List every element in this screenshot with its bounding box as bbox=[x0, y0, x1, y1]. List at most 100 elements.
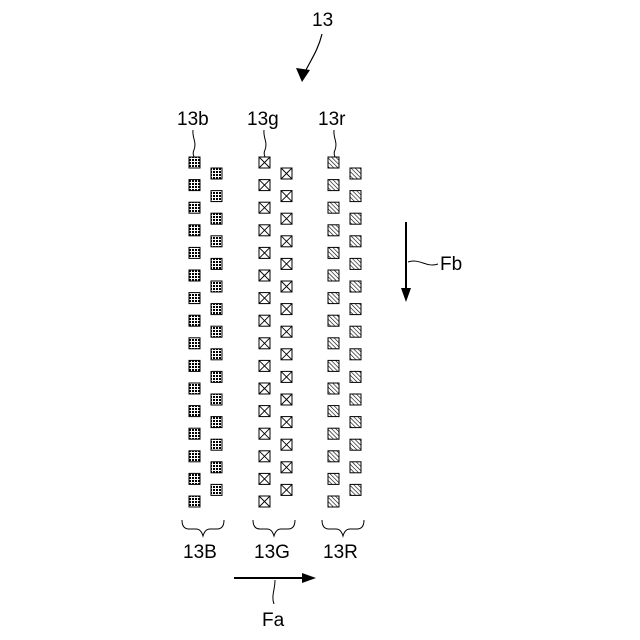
nozzle-red bbox=[328, 473, 339, 484]
nozzle-red bbox=[350, 462, 361, 473]
brace-13R bbox=[322, 520, 364, 536]
nozzle-red bbox=[328, 180, 339, 191]
nozzle-blue bbox=[211, 191, 222, 202]
nozzle-green bbox=[259, 315, 270, 326]
nozzle-blue bbox=[189, 157, 200, 168]
nozzle-green bbox=[281, 213, 292, 224]
nozzle-red bbox=[350, 326, 361, 337]
nozzle-green bbox=[281, 462, 292, 473]
arrow-fb-head bbox=[401, 288, 411, 302]
nozzle-blue bbox=[189, 225, 200, 236]
nozzle-red bbox=[350, 439, 361, 450]
nozzle-blue bbox=[211, 462, 222, 473]
nozzle-red bbox=[350, 258, 361, 269]
nozzle-groups bbox=[189, 157, 361, 507]
brace-13G bbox=[253, 520, 295, 536]
nozzle-green bbox=[281, 349, 292, 360]
nozzle-green bbox=[259, 157, 270, 168]
nozzle-green bbox=[281, 236, 292, 247]
label-13R: 13R bbox=[323, 542, 358, 563]
nozzle-green bbox=[281, 326, 292, 337]
label-fa: Fa bbox=[262, 610, 285, 631]
nozzle-green bbox=[259, 360, 270, 371]
nozzle-red bbox=[350, 281, 361, 292]
nozzle-red bbox=[328, 360, 339, 371]
nozzle-blue bbox=[189, 202, 200, 213]
label-13B: 13B bbox=[183, 542, 217, 563]
nozzle-green bbox=[259, 293, 270, 304]
label-13r: 13r bbox=[318, 109, 346, 130]
nozzle-red bbox=[328, 406, 339, 417]
leader-line-13b bbox=[193, 130, 195, 157]
nozzle-green bbox=[281, 439, 292, 450]
nozzle-blue bbox=[211, 168, 222, 179]
nozzle-red bbox=[350, 236, 361, 247]
nozzle-green bbox=[281, 191, 292, 202]
nozzle-red bbox=[350, 349, 361, 360]
nozzle-green bbox=[259, 406, 270, 417]
nozzle-red bbox=[350, 168, 361, 179]
nozzle-blue bbox=[211, 304, 222, 315]
reference-pointer-arrowhead bbox=[296, 68, 310, 82]
nozzle-blue bbox=[189, 180, 200, 191]
nozzle-green bbox=[281, 281, 292, 292]
nozzle-red bbox=[328, 247, 339, 258]
nozzle-blue bbox=[211, 326, 222, 337]
nozzle-blue bbox=[211, 349, 222, 360]
nozzle-red bbox=[350, 213, 361, 224]
nozzle-blue bbox=[189, 383, 200, 394]
nozzle-blue bbox=[189, 247, 200, 258]
nozzle-red bbox=[328, 225, 339, 236]
nozzle-green bbox=[259, 338, 270, 349]
nozzle-red bbox=[328, 451, 339, 462]
nozzle-red bbox=[350, 304, 361, 315]
leader-line-13r bbox=[334, 130, 336, 157]
nozzle-blue bbox=[211, 417, 222, 428]
nozzle-green bbox=[259, 496, 270, 507]
nozzle-green bbox=[259, 270, 270, 281]
nozzle-blue bbox=[211, 484, 222, 495]
nozzle-blue bbox=[189, 338, 200, 349]
nozzle-red bbox=[350, 417, 361, 428]
nozzle-green bbox=[259, 473, 270, 484]
nozzle-red bbox=[350, 484, 361, 495]
nozzle-green bbox=[259, 428, 270, 439]
leader-line-fa bbox=[273, 580, 275, 604]
nozzle-red bbox=[328, 338, 339, 349]
nozzle-red bbox=[350, 371, 361, 382]
nozzle-blue bbox=[189, 473, 200, 484]
nozzle-red bbox=[328, 270, 339, 281]
label-13G: 13G bbox=[254, 542, 290, 563]
nozzle-red bbox=[328, 428, 339, 439]
brace-13B bbox=[182, 520, 224, 536]
nozzle-blue bbox=[211, 236, 222, 247]
nozzle-green bbox=[259, 247, 270, 258]
reference-pointer-line bbox=[306, 34, 322, 70]
nozzle-red bbox=[350, 191, 361, 202]
nozzle-green bbox=[259, 383, 270, 394]
label-13b: 13b bbox=[177, 109, 209, 130]
nozzle-green bbox=[281, 417, 292, 428]
nozzle-green bbox=[259, 451, 270, 462]
nozzle-blue bbox=[211, 213, 222, 224]
label-13g: 13g bbox=[247, 109, 279, 130]
leader-line-fb bbox=[408, 261, 438, 265]
nozzle-green bbox=[281, 168, 292, 179]
nozzle-green bbox=[281, 484, 292, 495]
nozzle-blue bbox=[211, 371, 222, 382]
leader-line-13g bbox=[264, 130, 266, 157]
nozzle-blue bbox=[189, 451, 200, 462]
nozzle-red bbox=[328, 383, 339, 394]
nozzle-green bbox=[281, 304, 292, 315]
nozzle-blue bbox=[211, 258, 222, 269]
nozzle-blue bbox=[211, 281, 222, 292]
nozzle-green bbox=[281, 394, 292, 405]
nozzle-blue bbox=[189, 360, 200, 371]
nozzle-red bbox=[328, 157, 339, 168]
nozzle-green bbox=[259, 202, 270, 213]
nozzle-red bbox=[328, 202, 339, 213]
nozzle-red bbox=[328, 315, 339, 326]
nozzle-blue bbox=[189, 496, 200, 507]
